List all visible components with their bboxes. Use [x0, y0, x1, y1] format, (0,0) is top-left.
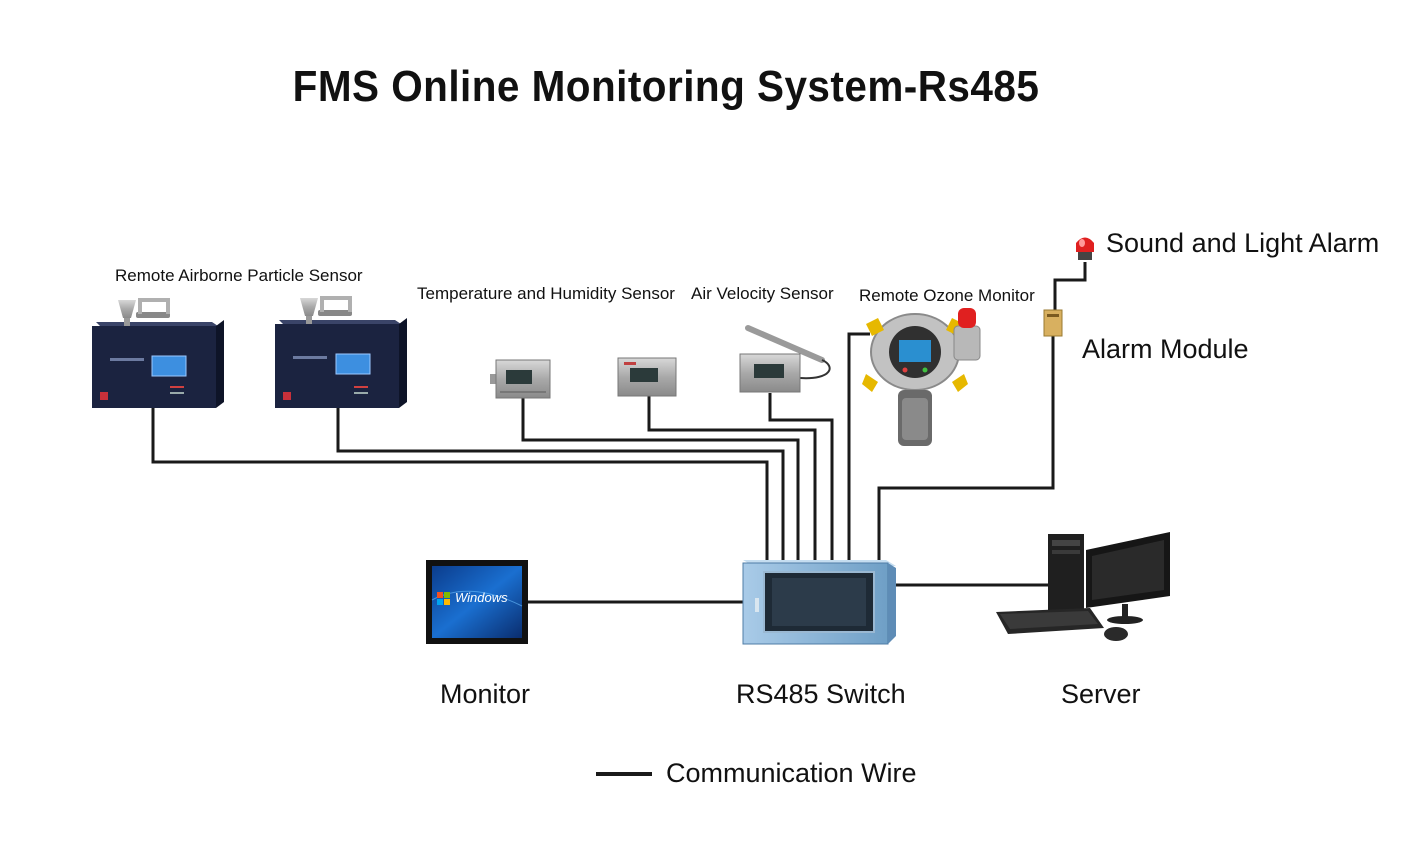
- label-temp-humidity-sensor: Temperature and Humidity Sensor: [417, 284, 675, 303]
- label-rs485-switch: RS485 Switch: [736, 679, 906, 709]
- label-sound-light-alarm: Sound and Light Alarm: [1106, 228, 1380, 258]
- wire-particle-sensor-2: [336, 406, 785, 560]
- label-air-velocity-sensor: Air Velocity Sensor: [691, 284, 834, 303]
- wire-air-velocity-sensor: [768, 393, 834, 560]
- wire-alarm-module: [877, 336, 1055, 560]
- air-velocity-sensor-device: [739, 325, 831, 393]
- server-device: [996, 532, 1170, 641]
- label-monitor: Monitor: [440, 679, 531, 709]
- wire-temp-humidity-sensor: [521, 398, 800, 560]
- monitor-screen-logo: Windows: [455, 590, 508, 605]
- particle-sensor-2-device: [275, 296, 407, 408]
- alarm-module-device: [1043, 309, 1063, 337]
- rs485-switch-device: [742, 560, 896, 645]
- label-ozone-monitor: Remote Ozone Monitor: [859, 286, 1035, 305]
- legend-communication-wire: Communication Wire: [666, 758, 917, 788]
- wire-alarm-to-light: [1053, 262, 1087, 312]
- monitor-device: [426, 560, 528, 644]
- ozone-monitor-device: [862, 308, 981, 446]
- label-server: Server: [1061, 679, 1141, 709]
- temp-humidity-sensor-device: [490, 359, 551, 399]
- wires: [151, 262, 1087, 604]
- wire-ozone-monitor: [847, 332, 870, 560]
- wire-air-velocity-box: [647, 396, 817, 560]
- label-particle-sensor: Remote Airborne Particle Sensor: [115, 266, 363, 285]
- particle-sensor-1-device: [92, 298, 224, 408]
- wire-particle-sensor-1: [151, 408, 769, 560]
- sound-light-alarm-device: [1076, 237, 1094, 260]
- air-velocity-box-device: [617, 357, 677, 397]
- label-alarm-module: Alarm Module: [1082, 334, 1249, 364]
- page-title: FMS Online Monitoring System-Rs485: [292, 62, 1040, 111]
